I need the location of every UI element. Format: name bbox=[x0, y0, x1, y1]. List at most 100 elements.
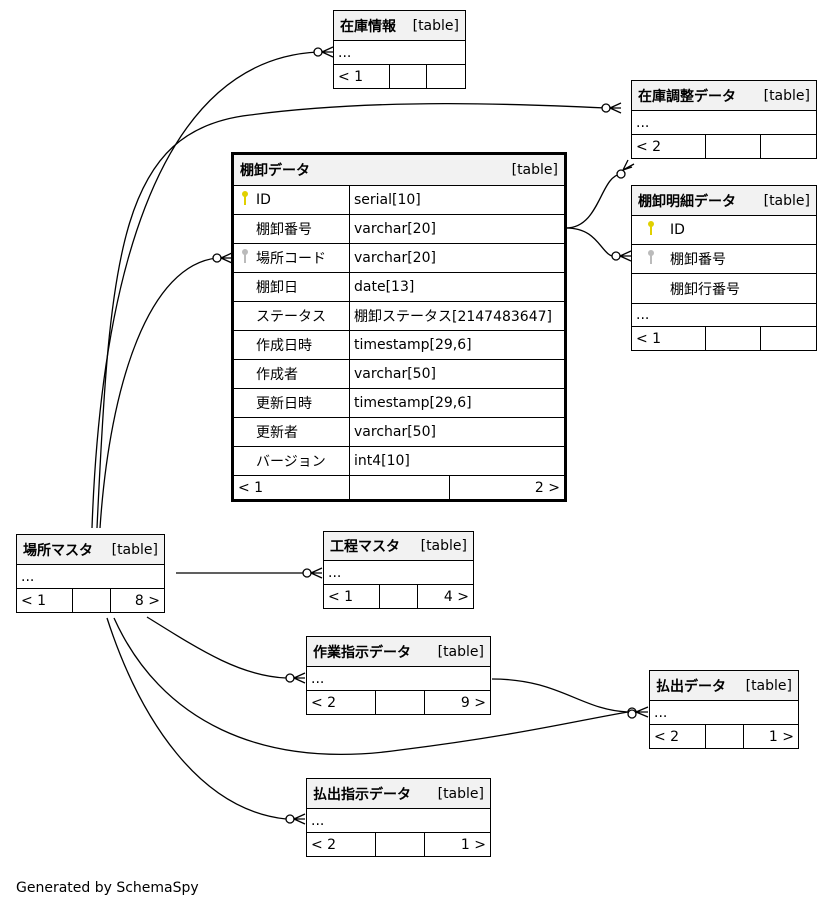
table-name: 場所マスタ bbox=[23, 542, 93, 559]
table-header: 工程マスタ [table] bbox=[324, 532, 473, 561]
column-type: date[13] bbox=[354, 279, 415, 295]
column-name: ステータス bbox=[256, 309, 326, 325]
columns-ellipsis: ... bbox=[307, 667, 490, 691]
zero-many-marker bbox=[212, 253, 222, 263]
table-header: 在庫調整データ [table] bbox=[632, 81, 816, 111]
table-header: 払出データ [table] bbox=[650, 671, 798, 701]
column-name-cell: バージョン bbox=[234, 447, 350, 475]
column-type: 棚卸ステータス[2147483647] bbox=[354, 309, 552, 325]
column-type: varchar[50] bbox=[354, 424, 436, 440]
table-zaiko-joho[interactable]: 在庫情報 [table] ... < 1 bbox=[333, 10, 466, 89]
column-name-cell: 棚卸日 bbox=[234, 273, 350, 301]
table-type: [table] bbox=[111, 541, 158, 558]
table-zaiko-chosei[interactable]: 在庫調整データ [table] ... < 2 bbox=[631, 80, 817, 159]
table-header: 作業指示データ [table] bbox=[307, 637, 490, 667]
table-footer: < 1 8 > bbox=[17, 589, 164, 612]
column-row[interactable]: 更新者 varchar[50] bbox=[234, 418, 564, 447]
table-sagyo-shiji[interactable]: 作業指示データ [table] ... < 2 9 > bbox=[306, 636, 491, 715]
table-name: 工程マスタ bbox=[330, 539, 400, 555]
crowfoot-marker bbox=[293, 813, 306, 825]
children-count[interactable]: 2 > bbox=[534, 479, 560, 496]
column-row[interactable]: 棚卸行番号 bbox=[632, 274, 816, 303]
table-type: [table] bbox=[420, 538, 467, 554]
crowfoot-marker bbox=[220, 252, 233, 264]
table-kotei-master[interactable]: 工程マスタ [table] ... < 1 4 > bbox=[323, 531, 474, 609]
edge-basho-zaikojoho bbox=[91, 51, 319, 529]
edge-tanaoroshi-zaikochosei bbox=[565, 173, 622, 229]
column-name: 更新日時 bbox=[256, 396, 312, 412]
table-type: [table] bbox=[763, 192, 810, 209]
column-row[interactable]: 棚卸番号 bbox=[632, 245, 816, 274]
zero-many-marker bbox=[285, 673, 295, 683]
column-name-cell: 更新者 bbox=[234, 418, 350, 446]
column-name-cell: 作成日時 bbox=[234, 331, 350, 359]
crowfoot-marker bbox=[310, 567, 323, 579]
table-footer: < 2 1 > bbox=[650, 725, 798, 748]
columns-ellipsis: ... bbox=[334, 41, 465, 65]
table-haraidashi[interactable]: 払出データ [table] ... < 2 1 > bbox=[649, 670, 799, 749]
edge-basho-haraidashi bbox=[113, 617, 629, 755]
table-footer: < 1 2 > bbox=[234, 476, 564, 499]
children-count[interactable]: 4 > bbox=[443, 588, 469, 605]
table-name: 棚卸データ bbox=[240, 163, 310, 179]
crowfoot-marker bbox=[609, 102, 622, 114]
children-count[interactable] bbox=[761, 135, 816, 158]
parents-count[interactable]: < 2 bbox=[307, 833, 376, 856]
table-type: [table] bbox=[763, 87, 810, 104]
table-footer: < 2 9 > bbox=[307, 691, 490, 714]
column-name: 場所コード bbox=[256, 251, 326, 267]
table-footer: < 1 4 > bbox=[324, 585, 473, 608]
footer-spacer bbox=[706, 725, 744, 748]
table-type: [table] bbox=[437, 643, 484, 660]
column-name: 棚卸番号 bbox=[670, 252, 726, 268]
crowfoot-marker bbox=[622, 159, 635, 171]
children-count[interactable]: 9 > bbox=[460, 694, 486, 711]
primary-key-icon bbox=[640, 220, 662, 240]
footer-spacer bbox=[376, 691, 425, 714]
parents-count[interactable]: < 2 bbox=[307, 691, 376, 714]
children-count[interactable]: 1 > bbox=[768, 728, 794, 745]
foreign-key-icon bbox=[640, 249, 662, 269]
column-row[interactable]: 作成者 varchar[50] bbox=[234, 360, 564, 389]
children-count[interactable] bbox=[761, 327, 816, 350]
footer-spacer bbox=[380, 585, 418, 608]
parents-count[interactable]: < 1 bbox=[324, 585, 380, 608]
table-name: 作業指示データ bbox=[313, 644, 411, 661]
column-name: 更新者 bbox=[256, 425, 298, 441]
column-type: serial[10] bbox=[354, 192, 421, 208]
parents-count[interactable]: < 2 bbox=[632, 135, 706, 158]
column-row[interactable]: ステータス 棚卸ステータス[2147483647] bbox=[234, 302, 564, 331]
parents-count[interactable]: < 1 bbox=[234, 476, 350, 499]
crowfoot-marker bbox=[321, 46, 334, 58]
parents-count[interactable]: < 1 bbox=[632, 327, 706, 350]
table-basho-master[interactable]: 場所マスタ [table] ... < 1 8 > bbox=[16, 534, 165, 613]
column-row[interactable]: ID bbox=[632, 216, 816, 245]
table-header: 場所マスタ [table] bbox=[17, 535, 164, 565]
column-row[interactable]: 場所コード varchar[20] bbox=[234, 244, 564, 273]
children-count[interactable] bbox=[427, 65, 465, 88]
foreign-key-icon bbox=[238, 248, 252, 268]
table-header: 払出指示データ [table] bbox=[307, 779, 490, 809]
parents-count[interactable]: < 2 bbox=[650, 725, 706, 748]
column-name-cell: 棚卸行番号 bbox=[632, 274, 740, 303]
parents-count[interactable]: < 1 bbox=[334, 65, 390, 88]
edge-sagyo-haraidashi bbox=[491, 678, 629, 713]
parents-count[interactable]: < 1 bbox=[17, 589, 73, 612]
column-type: varchar[50] bbox=[354, 366, 436, 382]
crowfoot-marker bbox=[293, 672, 306, 684]
footer-spacer bbox=[706, 135, 761, 158]
children-count[interactable]: 8 > bbox=[134, 592, 160, 609]
column-name: 作成者 bbox=[256, 367, 298, 383]
children-count[interactable]: 1 > bbox=[460, 836, 486, 853]
table-footer: < 2 bbox=[632, 135, 816, 158]
table-haraidashi-shiji[interactable]: 払出指示データ [table] ... < 2 1 > bbox=[306, 778, 491, 857]
column-type: varchar[20] bbox=[354, 250, 436, 266]
